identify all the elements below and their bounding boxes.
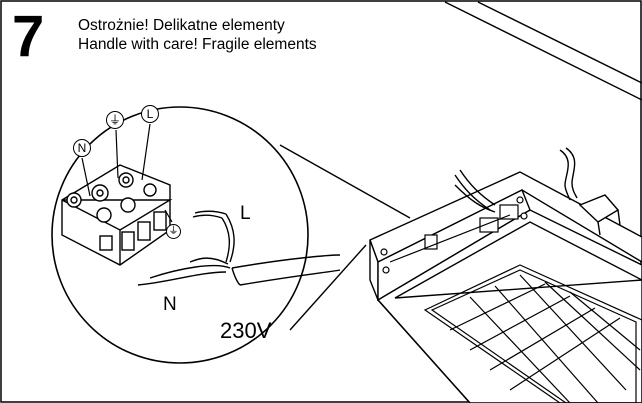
- terminal-label-live: L: [141, 105, 159, 123]
- callout-leader: [279, 144, 411, 331]
- heater-grille: [423, 264, 642, 403]
- caption-polish: Ostrożnie! Delikatne elementy: [78, 17, 285, 34]
- terminal-label-ground: ⏚: [106, 111, 124, 129]
- step-number: 7: [12, 4, 45, 69]
- wire-neutral-label: N: [163, 294, 177, 315]
- step-caption: Ostrożnie! Delikatne elementy Handle wit…: [78, 16, 317, 54]
- heater-housing: [369, 1, 642, 403]
- ground-mark: ⏚: [166, 224, 181, 239]
- housing-cables: [454, 147, 578, 213]
- caption-english: Handle with care! Fragile elements: [78, 36, 317, 53]
- supply-wires: [137, 210, 341, 286]
- wire-live-label: L: [240, 203, 251, 224]
- terminal-label-neutral: N: [73, 139, 91, 157]
- housing-terminal: [380, 196, 528, 274]
- terminal-leaders: [81, 123, 173, 223]
- voltage-label: 230V: [220, 318, 272, 343]
